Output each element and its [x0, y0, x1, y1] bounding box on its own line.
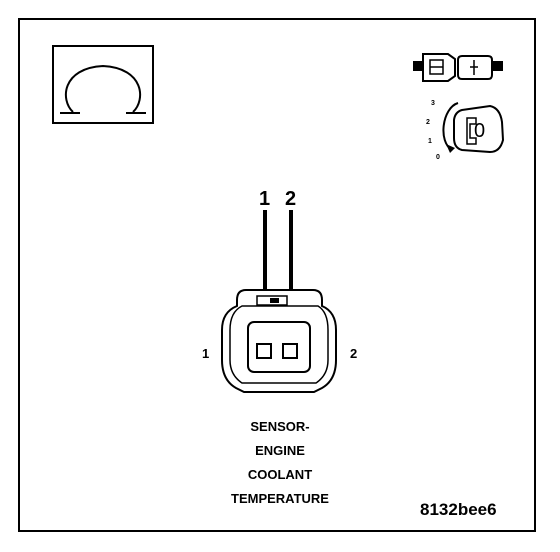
caption-line-3: COOLANT: [247, 467, 313, 482]
ohm-symbol-icon: [52, 45, 154, 124]
ignition-position-3: 3: [431, 100, 435, 107]
ignition-position-2: 2: [426, 119, 430, 126]
pin-2-side-label: 2: [350, 346, 358, 361]
ignition-key-icon: [442, 102, 505, 154]
caption-line-4: TEMPERATURE: [231, 491, 329, 506]
ignition-position-0: 0: [436, 154, 440, 161]
caption-line-2: ENGINE: [255, 443, 305, 458]
pin-2-lead-label: 2: [285, 188, 297, 210]
disconnected-connector-icon: [413, 53, 503, 82]
diagram-code: 8132bee6: [420, 500, 497, 519]
ignition-position-1: 1: [428, 138, 432, 145]
caption-line-1: SENSOR-: [250, 419, 310, 434]
diagram-frame: [18, 18, 536, 532]
pin-1-lead-label: 1: [259, 188, 271, 210]
coolant-sensor-connector: [221, 289, 337, 393]
ignition-key-label: 0: [474, 120, 486, 142]
pin-1-side-label: 1: [202, 346, 210, 361]
